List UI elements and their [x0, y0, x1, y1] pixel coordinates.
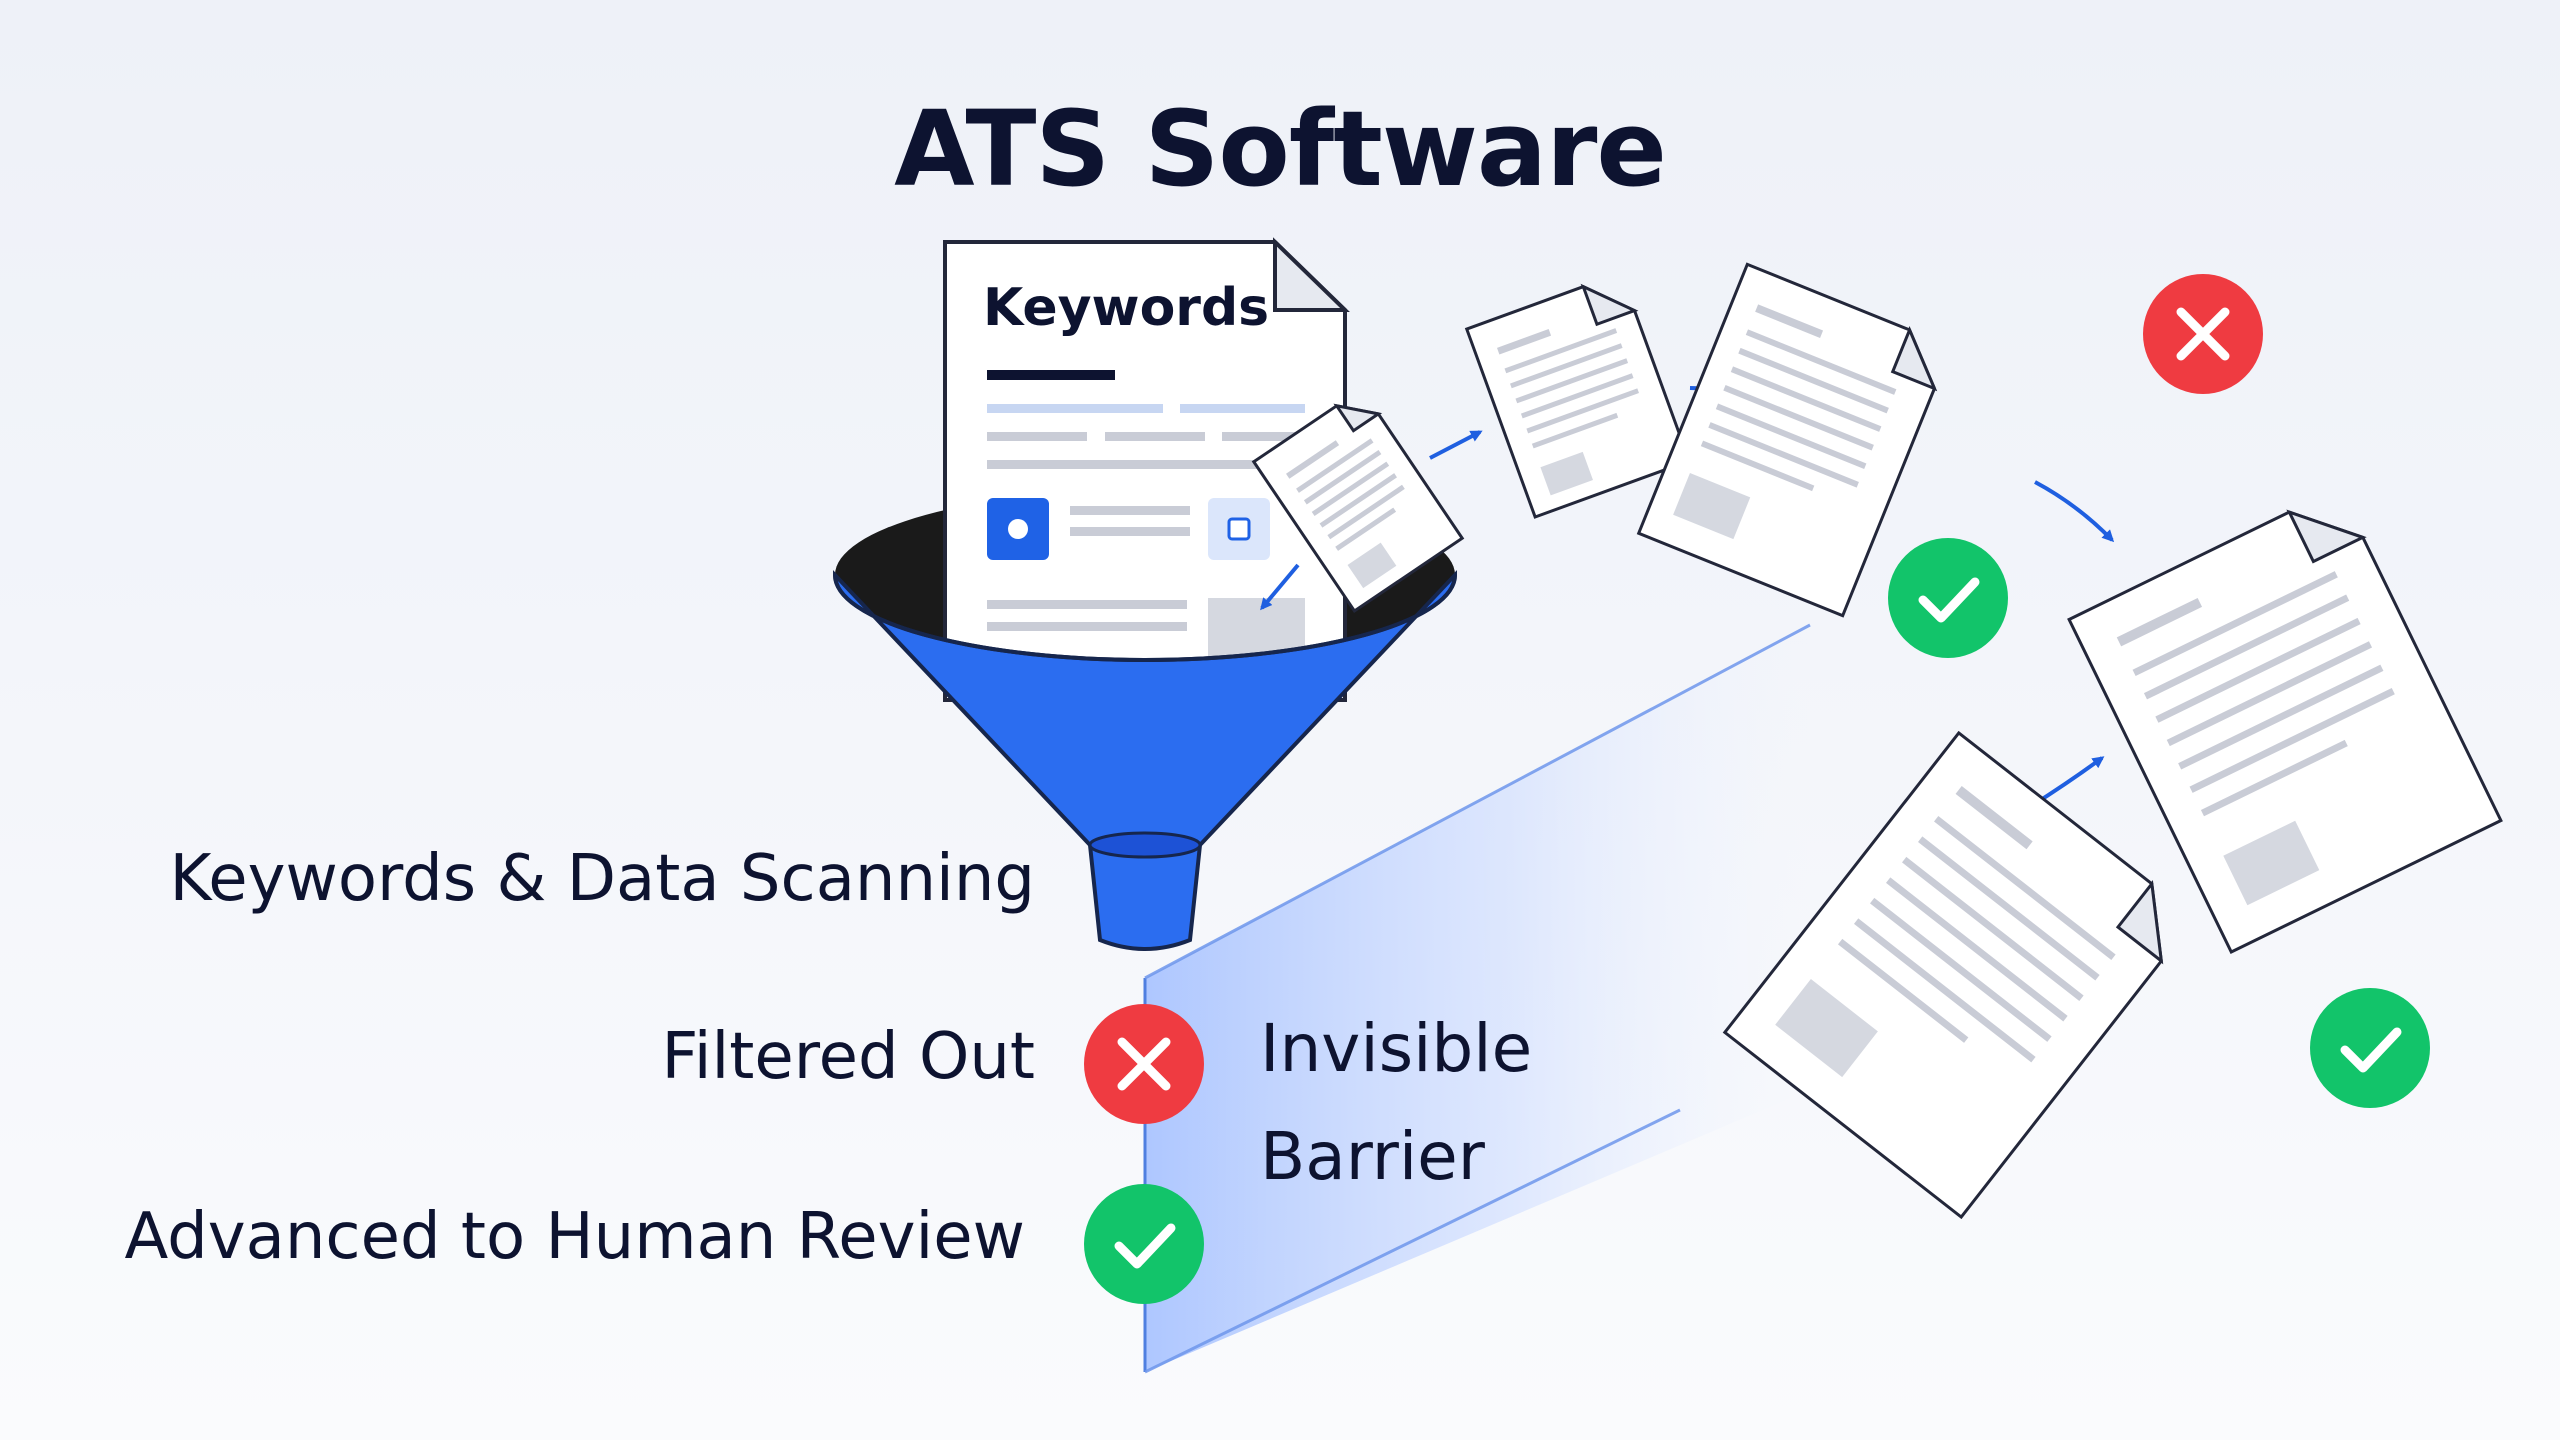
invisible-barrier-plane [1145, 625, 1810, 1372]
arrow-1 [1429, 430, 1483, 460]
reject-icon-top [2143, 274, 2263, 394]
arrow-into-funnel [1260, 563, 1300, 611]
legend-advanced-label: Advanced to Human Review [124, 1200, 1025, 1274]
barrier-bottom-edge [1144, 1108, 1681, 1374]
barrier-line-2: Barrier [1260, 1118, 1485, 1195]
small-resume-entering [1251, 403, 1465, 614]
accept-icon-right [2310, 988, 2430, 1108]
close-icon [1084, 1004, 1204, 1124]
barrier-line-1: Invisible [1260, 1010, 1533, 1087]
page-title: ATS Software [894, 88, 1667, 210]
legend-scanning-label: Keywords & Data Scanning [169, 842, 1035, 916]
arrow-3 [2034, 480, 2115, 543]
legend-filtered-out-label: Filtered Out [661, 1020, 1035, 1094]
resume-document-1 [1464, 283, 1692, 519]
accept-icon-doc2 [1888, 538, 2008, 658]
resume-document-2 [1636, 262, 1938, 618]
barrier-top-edge [1144, 623, 1811, 980]
keywords-document: Keywords [943, 237, 1350, 702]
invisible-barrier-label: Invisible Barrier [1260, 995, 1532, 1211]
check-icon [1084, 1184, 1204, 1304]
resume-document-3 [2067, 509, 2503, 955]
resume-document-4 [1722, 730, 2164, 1220]
keywords-heading: Keywords [983, 278, 1269, 338]
